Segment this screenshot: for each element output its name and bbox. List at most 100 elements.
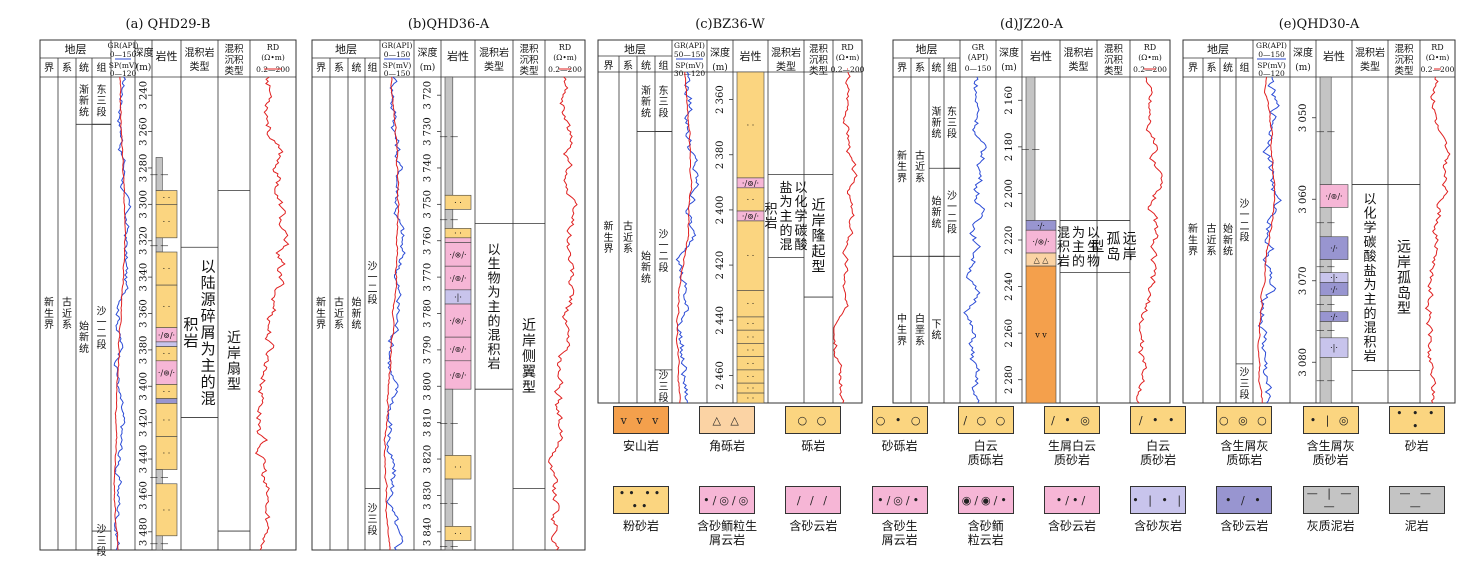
- gr-label: GR(API): [108, 41, 139, 50]
- lithology-bed: [155, 535, 163, 551]
- svg-text:沙: 沙: [659, 370, 669, 382]
- depth-tick: 2 360: [715, 85, 726, 114]
- tong-cell: 始新统: [79, 319, 89, 354]
- lithology-symbol: · ·: [454, 198, 462, 207]
- svg-text:物: 物: [487, 271, 500, 286]
- lithology-bed: [1319, 311, 1349, 322]
- lithology-bed: [1025, 265, 1057, 404]
- depth-tick: 3 790: [423, 336, 434, 365]
- depth-tick: 3 750: [423, 190, 434, 219]
- rd-unit: (Ω•m): [261, 53, 285, 62]
- header-tong: 统: [79, 61, 89, 74]
- lithology-bed: [1319, 337, 1349, 358]
- svg-text:混: 混: [779, 238, 792, 253]
- svg-text:沙: 沙: [1240, 367, 1250, 379]
- rock-type-header-2: 类型: [1069, 60, 1089, 73]
- lithology-symbol: ·/⊚/·: [158, 331, 175, 340]
- legend-item: ○ ○砾岩: [770, 406, 856, 453]
- jie-cell: 中生界: [897, 312, 907, 347]
- svg-text:统: 统: [641, 272, 651, 285]
- svg-text:统: 统: [932, 127, 942, 140]
- sp-range: 30—120: [674, 69, 706, 78]
- lithology-symbol: ·/⊚/·: [449, 371, 466, 380]
- depth-unit: (m): [1295, 62, 1311, 73]
- svg-text:段: 段: [97, 338, 107, 351]
- svg-text:生: 生: [487, 257, 500, 272]
- lithology-bed: [444, 360, 472, 390]
- tong-cell: 始新统: [932, 194, 942, 229]
- zu-cell: 沙三段: [97, 524, 107, 558]
- svg-text:渐: 渐: [641, 84, 651, 97]
- legend-item: ◉/◉/•含砂鲕粒云岩: [943, 486, 1029, 547]
- dep-type-header-2: 沉积: [1104, 54, 1124, 66]
- lithology-symbol: ·/·: [1330, 244, 1338, 253]
- svg-text:新: 新: [897, 149, 907, 162]
- lithology-symbol: · ·: [747, 300, 755, 309]
- stratum-header: 地层: [335, 43, 357, 56]
- svg-text:段: 段: [947, 127, 957, 140]
- legend-label: 含砂生屑云岩: [881, 519, 918, 547]
- svg-text:起: 起: [812, 244, 826, 260]
- header-zu: 组: [659, 59, 669, 72]
- legend-item: •/•/含砂云岩: [1029, 486, 1115, 533]
- svg-text:二: 二: [947, 213, 957, 224]
- dep-type-header-3: 类型: [1104, 65, 1124, 77]
- svg-text:物: 物: [1087, 254, 1100, 269]
- depth-tick: 3 830: [423, 481, 434, 510]
- svg-text:界: 界: [897, 335, 907, 347]
- svg-text:岸: 岸: [227, 346, 241, 362]
- svg-text:系: 系: [915, 335, 925, 347]
- svg-text:岩: 岩: [765, 217, 778, 232]
- lithology-symbol: ·/·: [1330, 313, 1338, 322]
- svg-text:生: 生: [316, 307, 326, 320]
- lithology-symbol: · ·: [163, 416, 171, 425]
- tong-cell: 渐新统: [932, 105, 942, 140]
- xi-cell: 古近系: [623, 220, 633, 255]
- well-panel-3: (c)BZ36-W地层界系统组GR(API)50—150SP(mV)30—120…: [597, 17, 865, 404]
- lithology-bed: [1319, 357, 1332, 404]
- lithology-symbol: · ·: [747, 359, 755, 368]
- lithology-symbol: ·/⊚/·: [1325, 192, 1342, 201]
- lithology-header: 岩性: [447, 49, 469, 63]
- depth-tick: 2 160: [1004, 86, 1015, 115]
- lithology-symbol: — —: [1021, 145, 1040, 154]
- lithology-symbol: ·/⊚/·: [449, 317, 466, 326]
- lithology-symbol: · ·: [163, 217, 171, 226]
- lithology-bed: [1319, 236, 1349, 260]
- xi-cell: 古近系: [1207, 222, 1217, 257]
- legend-swatch: ○ ○: [785, 406, 842, 434]
- depth-unit: (m): [420, 62, 436, 73]
- depth-unit: (m): [1001, 62, 1017, 73]
- zu-cell: 东三段: [97, 83, 107, 118]
- svg-text:东: 东: [659, 84, 669, 97]
- svg-text:界: 界: [44, 319, 54, 331]
- legend-label: 泥岩: [1404, 519, 1429, 533]
- dep-type-header: 混积: [1104, 43, 1124, 55]
- svg-text:古: 古: [334, 296, 344, 309]
- svg-text:岛: 岛: [1397, 286, 1411, 302]
- lithology-symbol: — —: [150, 539, 169, 548]
- rock-type-header: 混积岩: [771, 46, 801, 59]
- svg-text:统: 统: [79, 105, 89, 118]
- svg-text:三: 三: [1240, 379, 1250, 390]
- well-title: (c)BZ36-W: [695, 17, 765, 32]
- header-jie: 界: [897, 62, 907, 74]
- legend-item: • • • •砂岩: [1374, 406, 1460, 453]
- svg-text:古: 古: [1207, 222, 1217, 235]
- svg-text:以: 以: [1363, 192, 1376, 207]
- svg-text:的: 的: [487, 313, 500, 329]
- svg-text:碳: 碳: [1363, 235, 1376, 250]
- depth-header: 深度: [1293, 46, 1313, 59]
- svg-text:古: 古: [623, 220, 633, 233]
- lithology-bed: [444, 194, 472, 210]
- header-jie: 界: [604, 60, 614, 72]
- lithology-bed: [155, 483, 178, 537]
- legend-label: 安山岩: [622, 439, 659, 453]
- lithology-header: 岩性: [740, 49, 762, 63]
- depth-tick: 3 770: [423, 263, 434, 292]
- svg-text:屑: 屑: [201, 324, 216, 342]
